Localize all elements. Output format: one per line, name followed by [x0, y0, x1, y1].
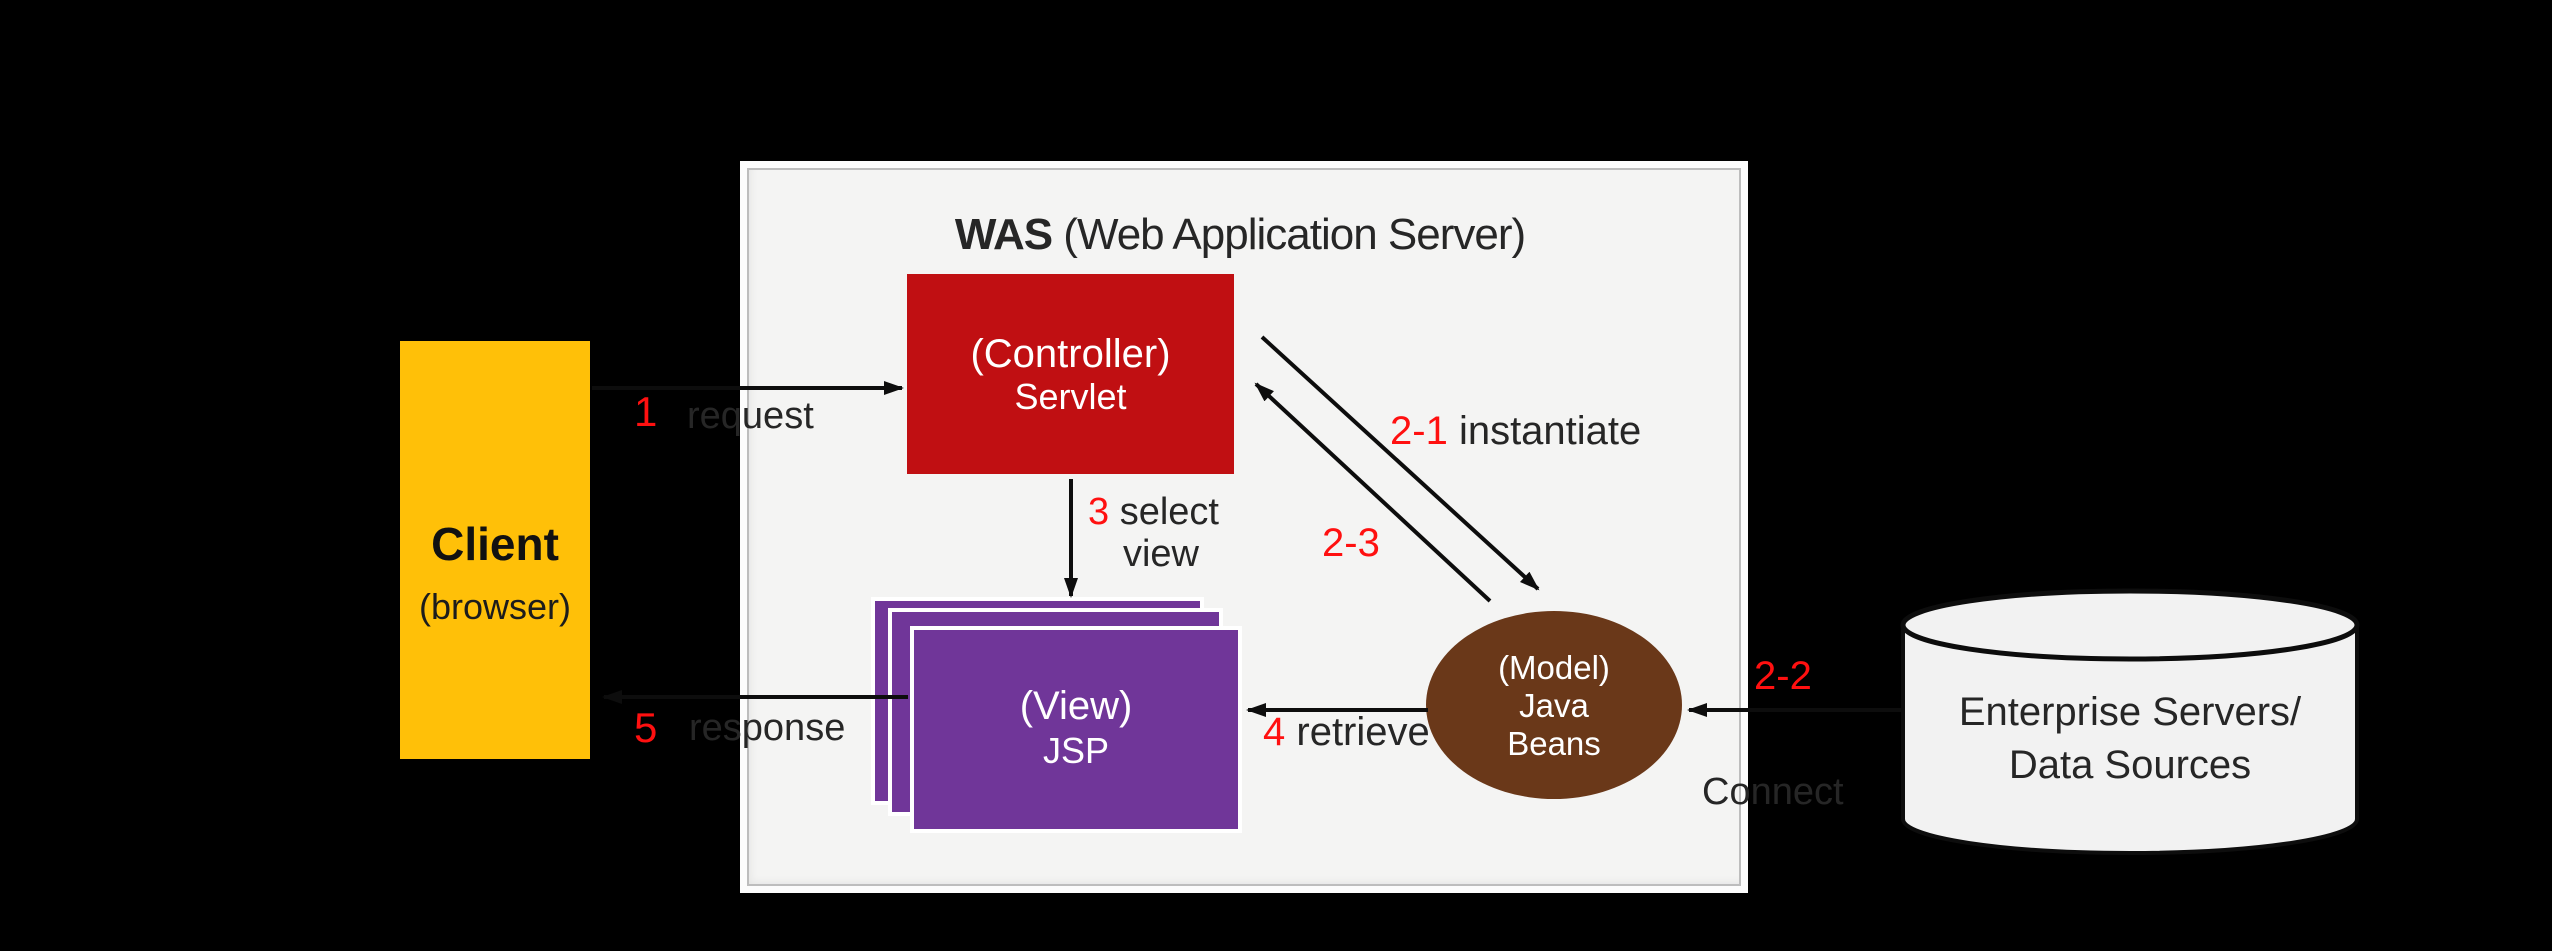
step3-number: 3 — [1088, 491, 1110, 533]
was-title-rest: (Web Application Server) — [1052, 210, 1526, 259]
step3-label-line1: 3 select — [1088, 491, 1219, 533]
step4-label: 4 retrieve — [1263, 710, 1430, 754]
controller-box — [907, 274, 1234, 474]
step2-1-label: 2-1 instantiate — [1390, 410, 1641, 452]
model-ellipse — [1426, 611, 1682, 799]
step2-2-number: 2-2 — [1754, 654, 1812, 698]
step4-word: retrieve — [1296, 710, 1430, 754]
client-box — [400, 341, 590, 759]
step3-word: select — [1119, 491, 1219, 533]
step1-number: 1 — [634, 388, 658, 435]
view-label-line2: JSP — [1042, 730, 1110, 771]
datasource-label-line1: Enterprise Servers/ — [1958, 690, 2302, 734]
controller-label-line1: (Controller) — [970, 332, 1171, 376]
step5-label: response — [689, 707, 846, 749]
step2-1-number: 2-1 — [1390, 409, 1448, 453]
model-label-line2: Java — [1519, 687, 1589, 724]
step2-3-number: 2-3 — [1322, 521, 1380, 565]
client-subtitle: (browser) — [418, 586, 571, 627]
view-card-front — [910, 626, 1242, 833]
model-label-line3: Beans — [1507, 725, 1601, 762]
step5-number: 5 — [634, 704, 658, 751]
step2-2-word: Connect — [1702, 771, 1844, 813]
client-title: Client — [431, 518, 559, 570]
view-label-line1: (View) — [1019, 684, 1133, 728]
step1-label: request — [687, 395, 814, 437]
model-label: (Model) Java Beans — [1426, 649, 1682, 763]
view-label: (View) JSP — [914, 683, 1238, 773]
datasource-cylinder-top — [1900, 588, 2360, 662]
controller-label: (Controller) Servlet — [907, 332, 1234, 418]
step4-number: 4 — [1263, 710, 1286, 754]
controller-label-line2: Servlet — [1014, 376, 1127, 417]
model-label-line1: (Model) — [1498, 649, 1610, 686]
step3-label-line2: view — [1122, 533, 1200, 575]
datasource-label-line2: Data Sources — [2008, 743, 2252, 787]
was-title: WAS (Web Application Server) — [940, 210, 1540, 260]
step2-1-word: instantiate — [1458, 409, 1642, 453]
was-title-bold: WAS — [954, 210, 1053, 259]
datasource-label: Enterprise Servers/ Data Sources — [1903, 686, 2357, 792]
